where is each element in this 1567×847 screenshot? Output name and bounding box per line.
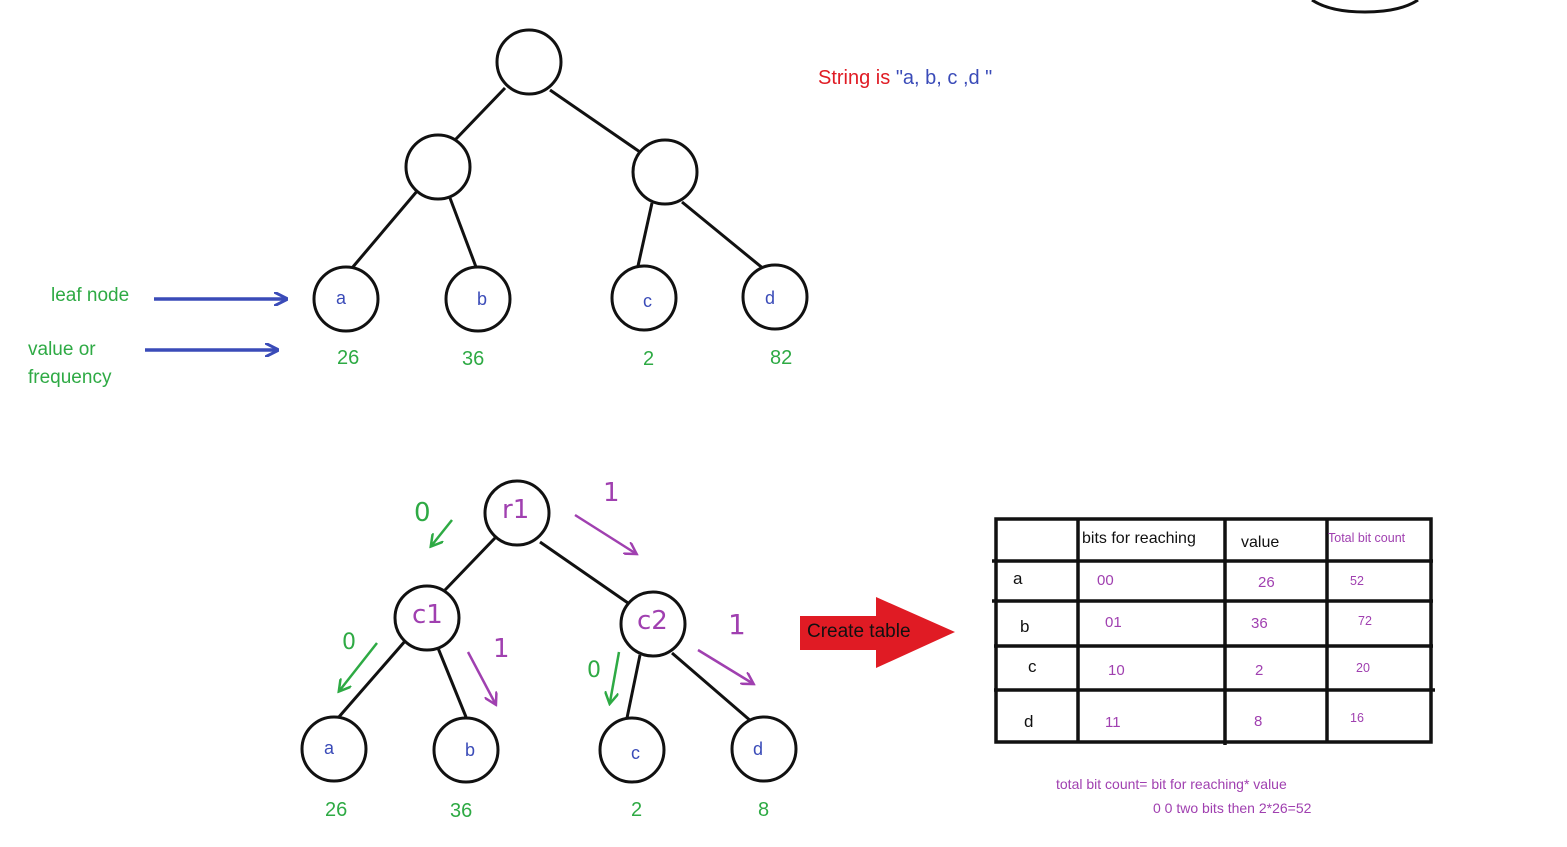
edge-bit-root-right: 1 — [603, 478, 620, 508]
frequency-label: frequency — [28, 367, 112, 388]
top-tree — [312, 28, 809, 333]
top-edge-root-right — [549, 88, 641, 154]
bottom-leaf-a-label: a — [324, 738, 335, 758]
top-left-node — [404, 133, 472, 201]
table-row-d-value: 8 — [1254, 713, 1263, 730]
top-edge-left-b — [448, 197, 478, 268]
top-edge-right-d — [681, 200, 766, 272]
bottom-c1-node — [393, 584, 461, 652]
bottom-leaf-b — [432, 716, 500, 784]
bottom-edge-c2-d — [671, 651, 753, 724]
bottom-edge-c1-b — [436, 647, 468, 718]
table-row-c-value: 2 — [1255, 662, 1264, 679]
bottom-leaf-d — [730, 715, 798, 783]
top-value-c: 2 — [643, 348, 655, 370]
bottom-c2-label: c2 — [637, 606, 668, 636]
formula-line-1: total bit count= bit for reaching* value — [1056, 776, 1287, 792]
bottom-value-b: 36 — [450, 800, 473, 822]
edge-bit-root-left: 0 — [414, 498, 431, 528]
table-row-d-char: d — [1024, 712, 1034, 731]
edge-bit-c2-left: 0 — [587, 658, 601, 683]
table-row-d-total: 16 — [1350, 711, 1364, 725]
top-edge-left-a — [350, 189, 420, 269]
bottom-leaf-d-label: d — [753, 739, 764, 759]
value-or-label: value or — [28, 339, 96, 360]
top-leaf-a — [312, 265, 380, 333]
top-leaf-d — [741, 263, 809, 331]
leaf-node-label: leaf node — [51, 285, 130, 306]
top-root-node — [495, 28, 563, 96]
table-header-bits: bits for reaching — [1082, 530, 1196, 547]
table-header-total: Total bit count — [1328, 531, 1406, 545]
c1-right-arrow — [466, 651, 495, 703]
bottom-root-node — [483, 479, 551, 547]
c2-right-arrow — [697, 648, 752, 683]
bottom-leaf-c-label: c — [631, 743, 640, 763]
bottom-leaf-c — [598, 716, 666, 784]
string-label: String is — [818, 67, 896, 89]
c1-left-arrow — [340, 642, 378, 690]
bottom-tree — [300, 479, 798, 784]
top-leaf-a-label: a — [336, 288, 347, 308]
top-leaf-b-label: b — [477, 289, 488, 309]
formula-line-2: 0 0 two bits then 2*26=52 — [1153, 800, 1312, 816]
edge-bit-c1-left: 0 — [342, 630, 356, 655]
create-table-label: Create table — [807, 621, 911, 642]
top-leaf-b — [444, 265, 512, 333]
bottom-value-d: 8 — [758, 799, 770, 821]
table-row-a-value: 26 — [1258, 574, 1275, 591]
create-table-arrow — [800, 597, 955, 668]
top-right-node — [631, 138, 699, 206]
edge-bit-c2-right: 1 — [728, 608, 746, 641]
top-edge-root-left — [453, 86, 507, 142]
table-row-b-char: b — [1020, 617, 1030, 636]
table-header-value: value — [1241, 534, 1280, 551]
bottom-edge-root-left — [443, 536, 497, 592]
bottom-edge-c2-c — [625, 654, 642, 719]
bottom-value-c: 2 — [631, 799, 643, 821]
top-value-a: 26 — [337, 347, 360, 369]
top-leaf-c — [610, 264, 678, 332]
table-row-b-value: 36 — [1251, 615, 1268, 632]
c2-left-arrow — [610, 651, 621, 702]
root-left-arrow — [432, 519, 453, 545]
top-value-d: 82 — [770, 347, 793, 369]
string-caption: String is "a, b, c ,d " — [818, 68, 992, 88]
bottom-edge-c1-a — [336, 639, 408, 719]
top-value-b: 36 — [462, 348, 485, 370]
bottom-leaf-b-label: b — [465, 740, 476, 760]
table-row-c-char: c — [1028, 657, 1037, 676]
bottom-root-label: r1 — [502, 495, 530, 525]
bottom-c1-label: c1 — [412, 600, 443, 630]
table-row-b-total: 72 — [1358, 614, 1372, 628]
table-row-c-bits: 10 — [1108, 662, 1125, 679]
bottom-value-a: 26 — [325, 799, 348, 821]
table-row-b-bits: 01 — [1105, 614, 1122, 631]
corner-shape — [1311, 0, 1419, 14]
root-right-arrow — [574, 513, 635, 553]
bottom-c2-node — [619, 590, 687, 658]
table-row-a-char: a — [1013, 569, 1023, 588]
bottom-edge-root-right — [539, 540, 629, 605]
string-value: "a, b, c ,d " — [895, 67, 993, 89]
table-row-a-total: 52 — [1350, 574, 1364, 588]
table-row-c-total: 20 — [1356, 661, 1370, 675]
edge-bit-c1-right: 1 — [493, 634, 510, 664]
table-row-d-bits: 11 — [1105, 714, 1121, 731]
top-leaf-d-label: d — [765, 288, 776, 308]
top-leaf-c-label: c — [643, 291, 652, 311]
top-edge-right-c — [636, 202, 654, 267]
table-row-a-bits: 00 — [1097, 572, 1114, 589]
bottom-leaf-a — [300, 715, 368, 783]
table-grid — [992, 517, 1435, 745]
